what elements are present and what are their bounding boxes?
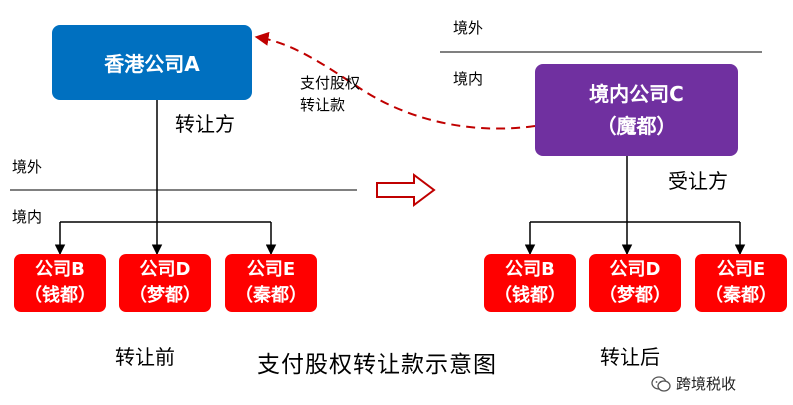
sub-before-e-name: 公司E (246, 259, 296, 280)
china-company-box: 境内公司C （魔都） (535, 64, 738, 156)
sub-after-b-name: 公司B (505, 259, 555, 280)
sub-before-d: 公司D （梦都） (119, 254, 211, 312)
sub-before-e-city: （秦都） (235, 285, 307, 306)
wechat-icon (651, 375, 671, 392)
sub-before-d-city: （梦都） (129, 285, 201, 306)
transferor-label: 转让方 (175, 112, 235, 136)
china-company-label: 境内公司C (589, 82, 684, 106)
sub-after-e: 公司E （秦都） (695, 254, 787, 312)
sub-after-b-city: （钱都） (494, 285, 566, 306)
transferee-label: 受让方 (668, 169, 728, 193)
right-onshore-label: 境内 (453, 70, 484, 88)
watermark-text: 跨境税收 (676, 375, 737, 393)
payment-label-line1: 支付股权 (300, 74, 361, 92)
sub-after-e-name: 公司E (716, 259, 766, 280)
sub-before-b: 公司B （钱都） (14, 254, 106, 312)
china-company-city: （魔都） (596, 114, 677, 138)
right-offshore-label: 境外 (453, 19, 484, 37)
diagram-caption: 支付股权转让款示意图 (257, 352, 497, 378)
watermark: 跨境税收 (651, 373, 736, 394)
hk-company-label: 香港公司A (104, 52, 200, 76)
sub-after-b: 公司B （钱都） (484, 254, 576, 312)
payment-label: 支付股权 转让款 (300, 72, 360, 116)
payment-label-line2: 转让款 (300, 96, 346, 114)
sub-after-d: 公司D （梦都） (589, 254, 681, 312)
sub-before-d-name: 公司D (139, 259, 191, 280)
sub-after-d-city: （梦都） (599, 285, 671, 306)
after-label: 转让后 (600, 345, 660, 369)
before-label: 转让前 (115, 345, 175, 369)
payment-dashed-arrow (254, 31, 536, 130)
left-onshore-label: 境内 (12, 208, 43, 226)
sub-after-d-name: 公司D (609, 259, 661, 280)
left-offshore-label: 境外 (12, 158, 43, 176)
sub-before-b-city: （钱都） (24, 285, 96, 306)
hk-company-box: 香港公司A (52, 25, 252, 100)
right-hollow-arrow-icon (376, 173, 436, 207)
sub-before-e: 公司E （秦都） (225, 254, 317, 312)
sub-after-e-city: （秦都） (705, 285, 777, 306)
sub-before-b-name: 公司B (35, 259, 85, 280)
